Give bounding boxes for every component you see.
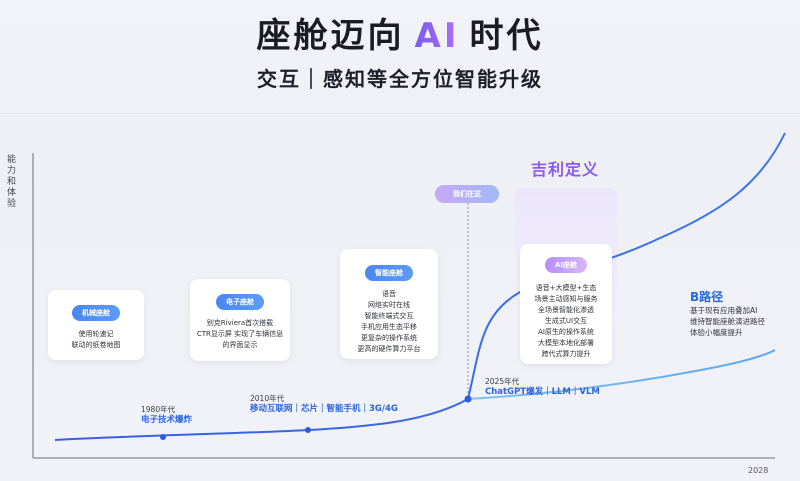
b-path-description: 基于现有应用叠加AI 维持智能座舱演进路径 体验小幅度提升	[690, 306, 765, 337]
card-label: 智能座舱	[365, 265, 413, 281]
card-ai: AI座舱 语音+大模型+生态 场景主动感知与服务 全场景智能化渗透 生成式UI交…	[520, 244, 612, 364]
card-description: 语音 网络实时在线 智能终端式交互 手机应用生态平移 更复杂的操作系统 更高的硬…	[357, 290, 421, 353]
b-path-curve	[467, 349, 776, 400]
era-1980: 1980年代 电子技术爆炸	[141, 405, 192, 425]
era-2025: 2025年代 ChatGPT爆发｜LLM｜VLM	[485, 377, 600, 397]
title-suffix: 时代	[469, 16, 544, 56]
point-2025	[464, 395, 472, 403]
card-mechanical: 机械座舱 使用轮速记 联动的纸卷地图	[48, 290, 144, 360]
card-smart: 智能座舱 语音 网络实时在线 智能终端式交互 手机应用生态平移 更复杂的操作系统…	[340, 249, 438, 359]
main-curve	[54, 132, 786, 441]
y-axis-label: 能力和体验	[7, 155, 17, 209]
title-ai: AI	[414, 16, 460, 56]
header-divider	[0, 113, 800, 114]
card-label: 电子座舱	[216, 294, 264, 310]
era-year: 2010年代	[250, 394, 285, 403]
card-label: 机械座舱	[72, 305, 120, 321]
page-subtitle: 交互｜感知等全方位智能升级	[257, 67, 543, 91]
card-description: 使用轮速记 联动的纸卷地图	[71, 330, 121, 349]
point-2010	[305, 427, 311, 433]
era-highlight: ChatGPT爆发｜LLM｜VLM	[485, 387, 600, 397]
card-description: 语音+大模型+生态 场景主动感知与服务 全场景智能化渗透 生成式UI交互 AI原…	[534, 284, 598, 358]
b-path-title: B路径	[690, 290, 724, 304]
card-description: 别克Riviera首次搭载 CTR显示屏 实现了车辆信息 的界面显示	[196, 319, 284, 349]
title-prefix: 座舱迈向	[256, 16, 405, 56]
era-highlight: 移动互联网｜芯片｜智能手机｜3G/4G	[250, 404, 398, 414]
era-year: 2025年代	[485, 377, 520, 386]
geely-defined-label: 吉利定义	[530, 160, 599, 179]
point-1980	[160, 434, 166, 440]
x-axis-end-label: 2028	[748, 466, 769, 475]
card-electronic: 电子座舱 别克Riviera首次搭载 CTR显示屏 实现了车辆信息 的界面显示	[190, 279, 290, 361]
era-highlight: 电子技术爆炸	[141, 415, 193, 425]
era-year: 1980年代	[141, 405, 176, 414]
we-are-here-badge: 我们在这	[435, 185, 499, 203]
era-2010: 2010年代 移动互联网｜芯片｜智能手机｜3G/4G	[250, 394, 398, 414]
card-label: AI座舱	[544, 257, 588, 273]
